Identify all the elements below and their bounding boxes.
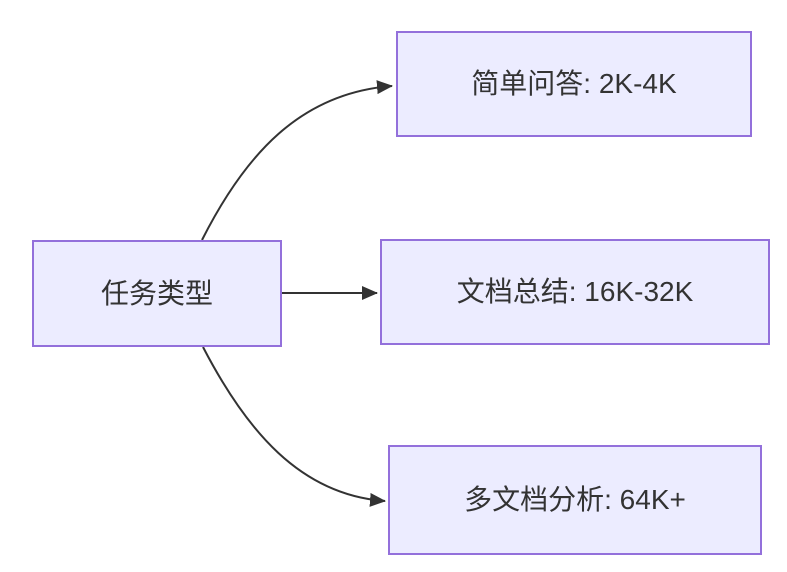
node-simple-qa-label: 简单问答: 2K-4K bbox=[471, 68, 677, 100]
node-multi-doc: 多文档分析: 64K+ bbox=[388, 445, 762, 555]
node-multi-doc-label: 多文档分析: 64K+ bbox=[464, 484, 686, 516]
edge-root-to-multi-doc bbox=[202, 346, 386, 507]
edge-root-to-simple-qa bbox=[201, 80, 393, 241]
node-task-type-label: 任务类型 bbox=[100, 277, 213, 309]
node-doc-summary-label: 文档总结: 16K-32K bbox=[456, 276, 694, 308]
node-doc-summary: 文档总结: 16K-32K bbox=[380, 239, 770, 345]
node-task-type: 任务类型 bbox=[32, 240, 282, 347]
node-simple-qa: 简单问答: 2K-4K bbox=[396, 31, 752, 137]
